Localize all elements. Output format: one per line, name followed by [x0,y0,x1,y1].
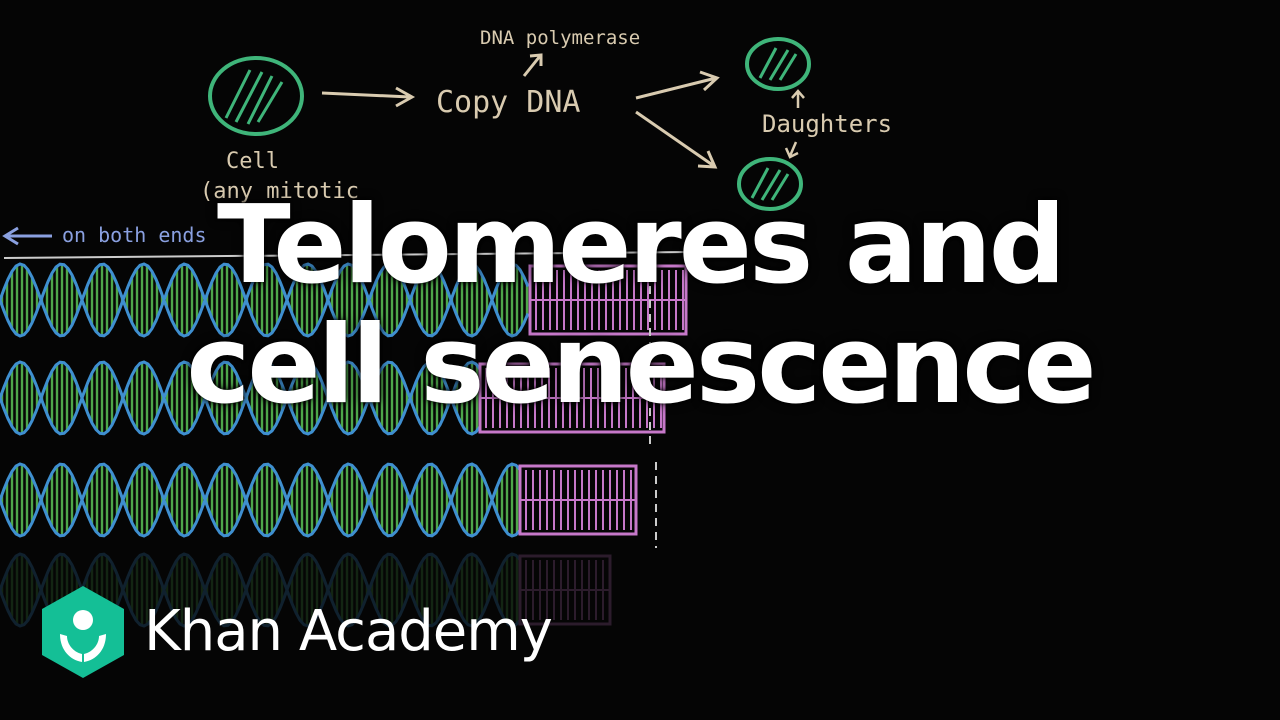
dna-strand-2 [0,360,666,436]
daughters-arrows-icon [784,89,805,159]
telomere-cap-1 [528,264,688,336]
video-title: Telomeres and cell senescence [0,186,1280,426]
dna-strand-3 [0,462,638,538]
any-mitotic-label: (any mitotic [200,179,359,204]
source-cell-icon [208,56,304,136]
daughter-cell-bottom-icon [737,157,803,211]
arrow-left-both-ends-icon [2,226,52,246]
title-line-2: cell senescence [186,303,1096,428]
arrow-to-top-daughter-icon [635,70,720,100]
dna-polymerase-label: DNA polymerase [480,27,640,49]
on-both-ends-label: on both ends [62,223,207,247]
khan-academy-logo-icon [42,586,124,678]
telomere-cap-4 [518,554,612,626]
copy-dna-label: Copy DNA [436,85,581,120]
daughter-cell-top-icon [745,37,811,91]
cell-label: Cell [226,149,279,174]
chromosome-guide-line [3,251,691,259]
arrow-to-bottom-daughter-icon [635,110,718,169]
telomere-length-ticks [649,258,657,548]
brand-mark: Khan Academy [38,584,553,680]
title-line-1: Telomeres and [216,183,1066,308]
telomere-cap-3 [518,464,638,536]
arrow-up-polymerase-icon [522,53,543,77]
brand-name: Khan Academy [144,599,553,664]
dna-strands [0,262,688,538]
telomere-cap-2 [478,362,666,434]
dna-strand-1 [0,262,688,338]
daughters-label: Daughters [762,110,892,138]
arrow-to-copy-icon [321,86,416,108]
